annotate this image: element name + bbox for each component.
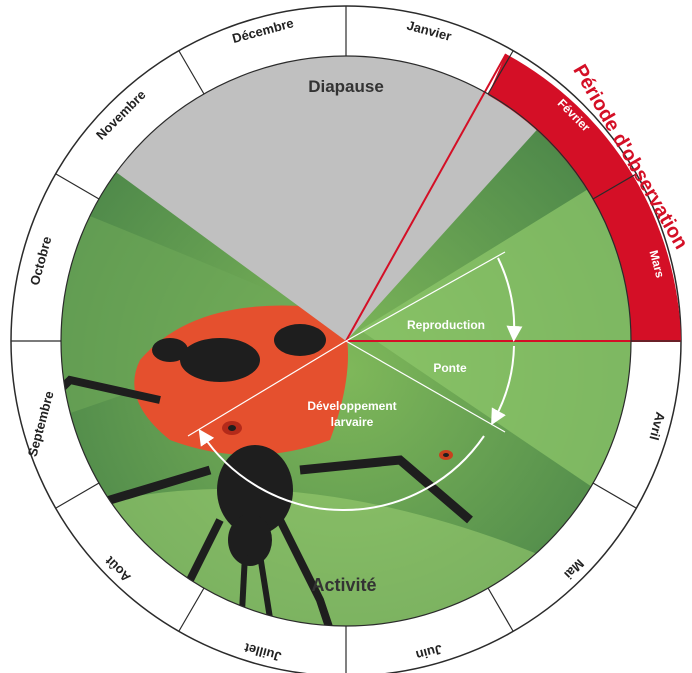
larva-2	[439, 450, 453, 460]
stage-developpement-line2: larvaire	[331, 415, 374, 429]
diapause-label: Diapause	[308, 77, 384, 96]
larva-1	[222, 421, 242, 435]
activite-label: Activité	[311, 575, 376, 595]
stage-developpement-line1: Développement	[307, 399, 396, 413]
stage-ponte: Ponte	[433, 361, 467, 375]
stage-reproduction: Reproduction	[407, 318, 485, 332]
